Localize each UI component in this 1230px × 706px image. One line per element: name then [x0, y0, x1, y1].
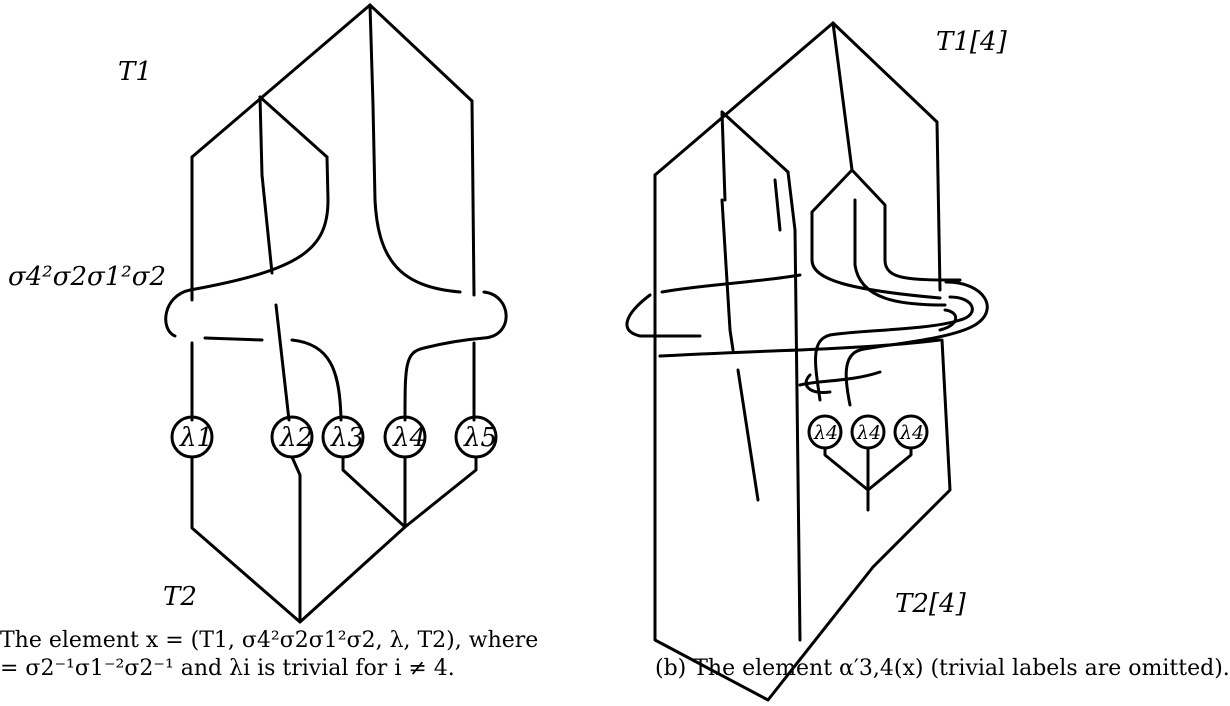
left-diagram: λ1 λ2 λ3 λ4 λ5 T1 T2 σ4²σ2σ1²σ2: [8, 3, 508, 624]
braid-diagram-figure: λ1 λ2 λ3 λ4 λ5 T1 T2 σ4²σ2σ1²σ2: [8, 3, 1008, 702]
node-lambda-3-label: λ3: [330, 423, 364, 453]
left-strands-upper: [164, 99, 476, 422]
node-lambda-4-c-label: λ4: [899, 422, 924, 444]
caption-b: (b) The element α′3,4(x) (trivial labels…: [655, 656, 1230, 681]
node-lambda-4-b-label: λ4: [856, 422, 881, 444]
left-labels-row: λ1 λ2 λ3 λ4 λ5: [170, 415, 498, 459]
left-braid-crossings: [203, 290, 508, 422]
node-lambda-5-label: λ5: [463, 423, 497, 453]
left-top-tree: [190, 3, 474, 177]
right-diagram: λ4 λ4 λ4 T1[4] T2[4]: [625, 21, 1008, 702]
node-lambda-1-label: λ1: [179, 423, 213, 453]
right-strands: [625, 120, 989, 702]
right-bottom-tree-label: T2[4]: [895, 589, 967, 619]
left-top-tree-label: T1: [118, 57, 152, 87]
right-labels-row: λ4 λ4 λ4: [807, 414, 929, 512]
right-top-tree: [653, 21, 939, 202]
caption-a-line-2: = σ2⁻¹σ1⁻²σ2⁻¹ and λi is trivial for i ≠…: [0, 656, 455, 681]
caption-a-line-1: The element x = (T1, σ4²σ2σ1²σ2, λ, T2),…: [0, 628, 539, 653]
node-lambda-4-a-label: λ4: [813, 422, 838, 444]
node-lambda-4-label: λ4: [392, 423, 426, 453]
left-braid-label: σ4²σ2σ1²σ2: [8, 262, 166, 292]
node-lambda-2-label: λ2: [279, 423, 313, 453]
left-bottom-tree: [190, 455, 478, 624]
right-top-tree-label: T1[4]: [936, 27, 1008, 57]
left-bottom-tree-label: T2: [163, 582, 197, 612]
